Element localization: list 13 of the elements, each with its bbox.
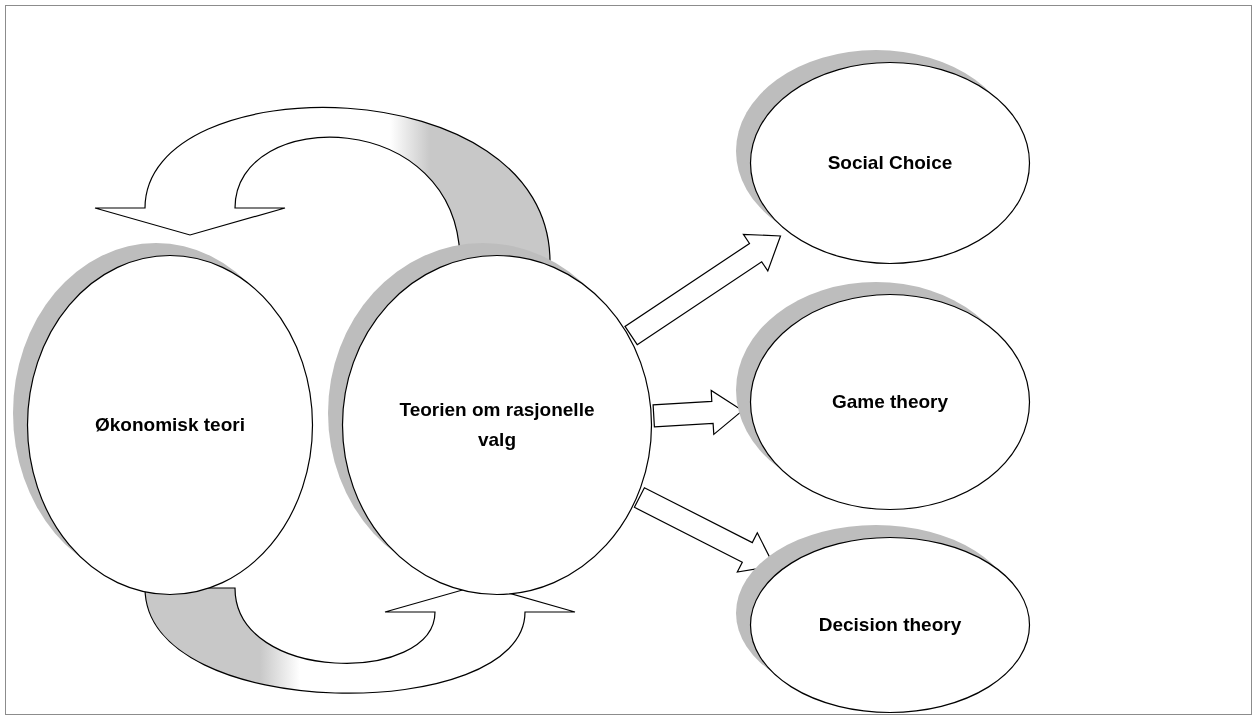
- oval-node: [735, 281, 1031, 511]
- node-label: Game theory: [831, 389, 949, 414]
- node-label: Teorien om rasjonelle valg: [398, 397, 596, 452]
- block-arrow: [624, 233, 782, 346]
- oval-node: [327, 242, 653, 596]
- node-label: Økonomisk teori: [95, 412, 245, 437]
- oval-node: [735, 524, 1031, 714]
- node-label: Social Choice: [827, 150, 953, 175]
- curved-arrow: [144, 584, 576, 694]
- oval-node: [735, 49, 1031, 265]
- oval-node: [12, 242, 314, 596]
- node-label: Decision theory: [818, 612, 962, 637]
- curved-arrow: [94, 107, 551, 263]
